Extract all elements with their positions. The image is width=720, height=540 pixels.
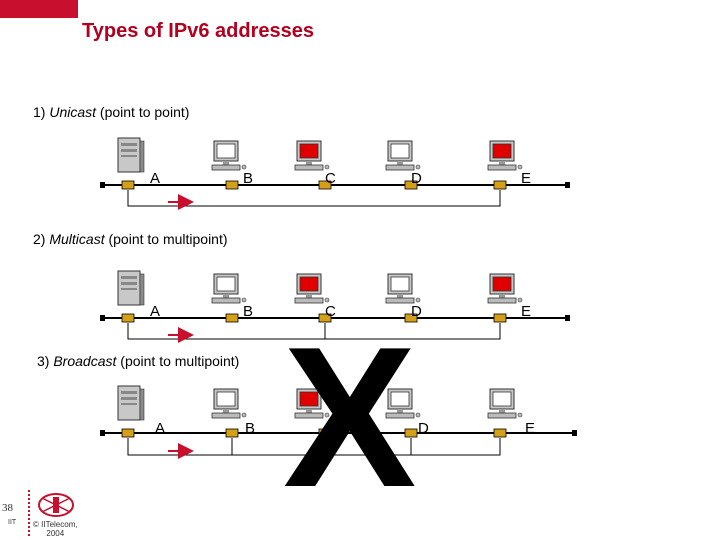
section-broadcast-desc: (point to multipoint) bbox=[120, 353, 240, 369]
node-label-e: E bbox=[525, 420, 536, 437]
node-label-d: D bbox=[418, 420, 429, 437]
section-multicast-name: Multicast bbox=[49, 231, 105, 247]
copyright-text: © IITelecom, bbox=[33, 520, 78, 529]
node-label-a: A bbox=[150, 170, 161, 187]
section-unicast-name: Unicast bbox=[49, 104, 97, 120]
node-e-workstation-icon bbox=[487, 273, 523, 304]
network-tap bbox=[493, 428, 507, 438]
node-label-d: D bbox=[411, 170, 422, 187]
node-c-workstation-icon bbox=[294, 388, 330, 419]
node-label-b: B bbox=[245, 420, 256, 437]
node-e-workstation-icon bbox=[487, 388, 523, 419]
section-unicast-number: 1) bbox=[33, 104, 46, 120]
node-a-server-icon bbox=[117, 270, 145, 306]
network-tap bbox=[121, 313, 135, 323]
node-d-workstation-icon bbox=[385, 273, 421, 304]
network-tap bbox=[318, 180, 332, 190]
node-b-workstation-icon bbox=[211, 140, 247, 171]
node-d-workstation-icon bbox=[385, 140, 421, 171]
node-label-a: A bbox=[155, 420, 166, 437]
network-tap bbox=[121, 428, 135, 438]
slide-number: 38 bbox=[2, 502, 13, 514]
node-label-c: C bbox=[325, 170, 336, 187]
title-accent-bar bbox=[0, 0, 78, 18]
node-label-d: D bbox=[411, 303, 422, 320]
node-label-e: E bbox=[521, 170, 532, 187]
node-e-workstation-icon bbox=[487, 140, 523, 171]
node-label-c: C bbox=[325, 303, 336, 320]
path-bracket bbox=[127, 190, 501, 207]
network-tap bbox=[493, 180, 507, 190]
network-tap bbox=[225, 428, 239, 438]
path-bracket bbox=[127, 438, 501, 456]
network-tap bbox=[121, 180, 135, 190]
slide-title: Types of IPv6 addresses bbox=[82, 20, 314, 42]
node-c-workstation-icon bbox=[294, 140, 330, 171]
node-b-workstation-icon bbox=[211, 388, 247, 419]
section-multicast-heading: 2) Multicast (point to multipoint) bbox=[33, 231, 228, 247]
node-b-workstation-icon bbox=[211, 273, 247, 304]
network-tap bbox=[404, 180, 418, 190]
network-tap bbox=[318, 313, 332, 323]
network-tap bbox=[493, 313, 507, 323]
not-supported-x-mark: X bbox=[283, 306, 417, 529]
section-unicast-desc: (point to point) bbox=[99, 104, 190, 120]
section-multicast-desc: (point to multipoint) bbox=[108, 231, 228, 247]
iitelecom-logo bbox=[28, 490, 74, 538]
row-broadcast bbox=[100, 385, 577, 459]
node-label-e: E bbox=[521, 303, 532, 320]
section-unicast-heading: 1) Unicast (point to point) bbox=[33, 104, 189, 120]
network-tap bbox=[404, 313, 418, 323]
section-multicast-number: 2) bbox=[33, 231, 46, 247]
network-tap bbox=[318, 428, 332, 438]
node-label-b: B bbox=[243, 170, 254, 187]
node-c-workstation-icon bbox=[294, 273, 330, 304]
row-unicast bbox=[100, 137, 570, 210]
node-a-server-icon bbox=[117, 137, 145, 173]
footer-copyright: © IITelecom, 2004 bbox=[33, 520, 78, 538]
network-tap bbox=[225, 180, 239, 190]
section-broadcast-name: Broadcast bbox=[53, 353, 117, 369]
node-d-workstation-icon bbox=[385, 388, 421, 419]
row-multicast bbox=[100, 270, 570, 343]
path-bracket bbox=[127, 323, 501, 340]
section-broadcast-number: 3) bbox=[37, 353, 50, 369]
network-tap bbox=[225, 313, 239, 323]
copyright-year: 2004 bbox=[46, 529, 65, 538]
network-tap bbox=[404, 428, 418, 438]
footer-org: IIT bbox=[8, 519, 17, 526]
node-label-b: B bbox=[243, 303, 254, 320]
node-a-server-icon bbox=[117, 385, 145, 421]
section-broadcast-heading: 3) Broadcast (point to multipoint) bbox=[37, 353, 239, 369]
node-label-a: A bbox=[150, 303, 161, 320]
